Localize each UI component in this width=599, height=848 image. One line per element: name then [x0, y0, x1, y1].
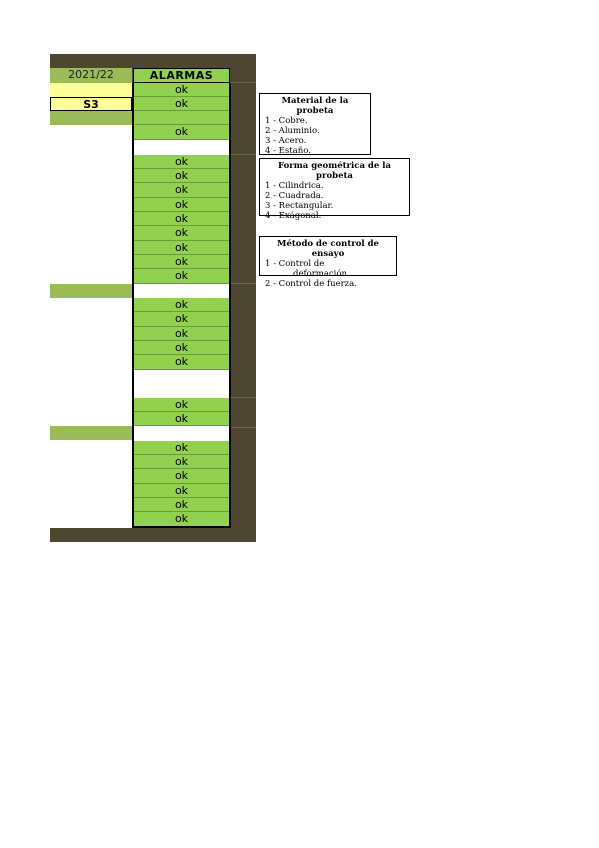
alarm-cell: ok	[133, 183, 230, 198]
note-item: 1 - Cilindrica.	[265, 181, 324, 191]
year-header: 2021/22	[50, 68, 132, 83]
alarm-cell: ok	[133, 398, 230, 412]
frame-divider	[230, 154, 256, 155]
alarm-cell-empty	[133, 426, 230, 441]
note-title: Método de control de	[277, 239, 379, 249]
alarm-cell	[133, 111, 230, 125]
note-item: 1 - Control de	[265, 259, 325, 269]
alarm-cell: ok	[133, 412, 230, 426]
s3-label: S3	[50, 97, 132, 111]
alarm-cell: ok	[133, 441, 230, 455]
note-item: 2 - Control de fuerza.	[265, 279, 357, 289]
alarm-cell: ok	[133, 498, 230, 512]
alarm-cell: ok	[133, 341, 230, 355]
note-title: probeta	[296, 106, 334, 116]
alarm-cell: ok	[133, 155, 230, 169]
alarm-cell: ok	[133, 226, 230, 241]
note-material: Material de la probeta 1 - Cobre. 2 - Al…	[259, 93, 371, 156]
note-item: 4 - Estaño.	[265, 146, 311, 156]
note-forma: Forma geométrica de la probeta 1 - Cilin…	[259, 158, 410, 221]
note-item: 4 - Exágonal.	[265, 211, 322, 221]
alarm-cell: ok	[133, 355, 230, 370]
note-item: 2 - Cuadrada.	[265, 191, 324, 201]
alarms-header: ALARMAS	[133, 68, 230, 83]
alarm-cell: ok	[133, 198, 230, 212]
frame-divider	[230, 283, 256, 284]
section-cell	[50, 111, 132, 125]
alarm-cell: ok	[133, 241, 230, 255]
alarm-cell: ok	[133, 298, 230, 312]
note-item: 2 - Aluminio.	[265, 126, 320, 136]
alarm-cell: ok	[133, 484, 230, 498]
alarm-cell: ok	[133, 125, 230, 140]
yellow-cell[interactable]	[50, 83, 132, 97]
alarm-cell: ok	[133, 83, 230, 97]
alarm-cell: ok	[133, 469, 230, 484]
note-metodo: Método de control de ensayo 1 - Control …	[259, 236, 397, 289]
section-cell	[50, 284, 132, 298]
alarm-cell: ok	[133, 169, 230, 183]
alarm-cell: ok	[133, 512, 230, 527]
note-item: 3 - Rectangular.	[265, 201, 334, 211]
alarm-cell-empty	[133, 140, 230, 155]
alarm-cell: ok	[133, 97, 230, 111]
alarm-cell: ok	[133, 255, 230, 269]
alarm-cell: ok	[133, 312, 230, 327]
alarm-cell: ok	[133, 212, 230, 226]
frame-divider	[230, 397, 256, 398]
frame-divider	[230, 82, 256, 83]
note-title: Material de la	[281, 96, 349, 106]
blank-cell	[50, 440, 132, 528]
section-cell	[50, 426, 132, 440]
note-item: deformación.	[293, 269, 350, 279]
note-title: ensayo	[311, 249, 345, 259]
blank-cell	[50, 298, 132, 426]
note-item: 3 - Acero.	[265, 136, 307, 146]
note-title: probeta	[316, 171, 353, 181]
alarm-cell: ok	[133, 269, 230, 284]
note-item: 1 - Cobre.	[265, 116, 308, 126]
alarm-cell-empty	[133, 284, 230, 298]
frame-divider	[230, 427, 256, 428]
alarm-cell: ok	[133, 455, 230, 469]
blank-cell	[50, 125, 132, 284]
alarm-cell-empty	[133, 370, 230, 398]
alarm-cell: ok	[133, 327, 230, 341]
note-title: Forma geométrica de la	[278, 161, 391, 171]
